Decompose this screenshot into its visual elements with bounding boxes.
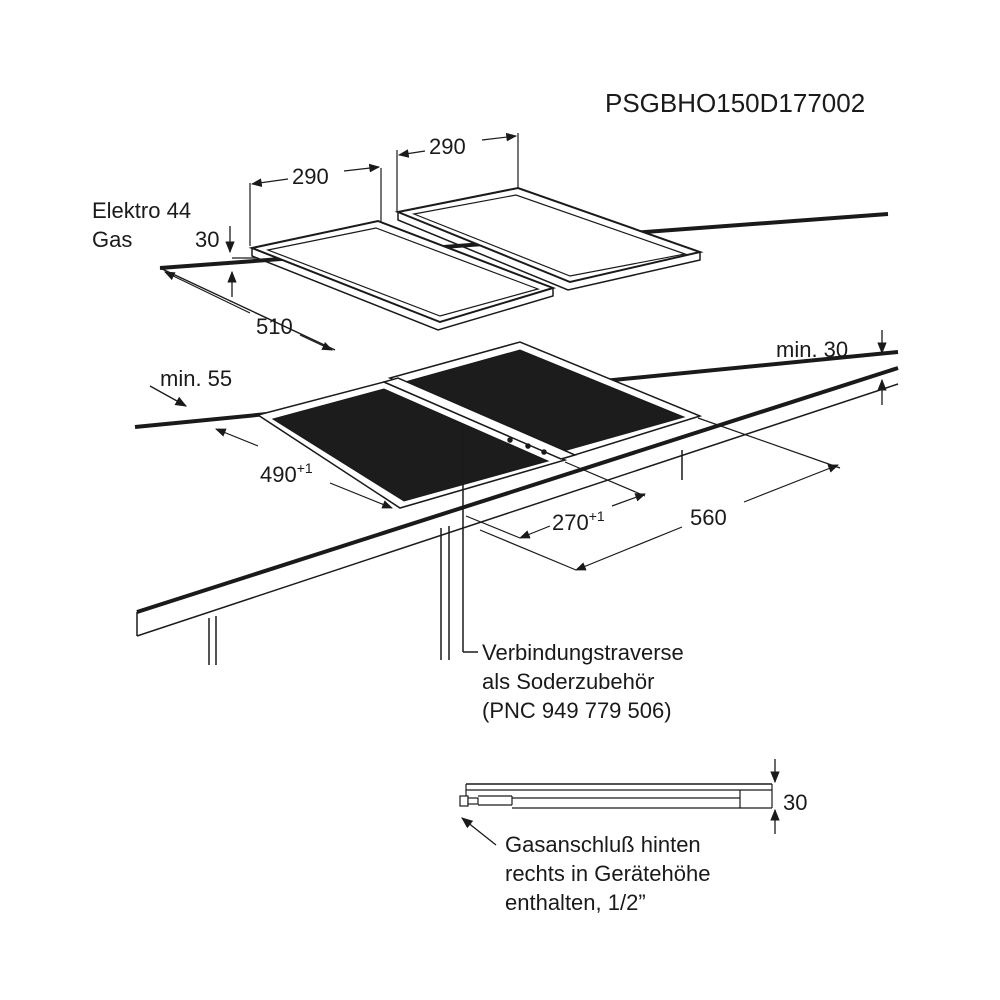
gas-note-arrow bbox=[461, 817, 497, 846]
hob-right bbox=[394, 186, 704, 291]
dim-490 bbox=[214, 428, 394, 509]
dim-270-tolerance: +1 bbox=[589, 508, 605, 524]
dim-510 bbox=[164, 271, 333, 351]
support-legs bbox=[208, 425, 683, 665]
drawing-code: PSGBHO150D177002 bbox=[605, 88, 865, 118]
dim-290-right-label: 290 bbox=[429, 134, 466, 159]
gas-note-line2: rechts in Gerätehöhe bbox=[505, 861, 710, 886]
cutout-left bbox=[256, 381, 568, 509]
traverse-note-line1: Verbindungstraverse bbox=[482, 640, 684, 665]
dim-270-label: 270+1 bbox=[552, 508, 605, 535]
dim-290-left bbox=[249, 163, 382, 246]
dim-290-left-label: 290 bbox=[292, 164, 329, 189]
dim-270 bbox=[465, 461, 647, 539]
traverse-bar bbox=[381, 377, 578, 460]
dim-560 bbox=[479, 417, 841, 571]
dim-290-right bbox=[396, 132, 519, 212]
min-front-label: min. 55 bbox=[160, 366, 232, 391]
dim-510-label: 510 bbox=[256, 314, 293, 339]
gas-label: Gas bbox=[92, 227, 132, 252]
gas-note-line1: Gasanschluß hinten bbox=[505, 832, 701, 857]
dim-side-height-label: 30 bbox=[783, 790, 807, 815]
cutout-right bbox=[387, 341, 703, 459]
dim-490-tolerance: +1 bbox=[297, 460, 313, 476]
traverse-note-line2: als Soderzubehör bbox=[482, 669, 654, 694]
dim-height-top bbox=[225, 226, 258, 297]
min-front-arrow bbox=[149, 385, 188, 407]
elektro-label: Elektro 44 bbox=[92, 198, 191, 223]
hob-left bbox=[248, 219, 557, 331]
dim-560-label: 560 bbox=[690, 505, 727, 530]
dim-490-label: 490+1 bbox=[260, 460, 313, 487]
side-view bbox=[459, 783, 773, 809]
gas-note-line3: enthalten, 1/2” bbox=[505, 890, 646, 915]
traverse-note-line3: (PNC 949 779 506) bbox=[482, 698, 672, 723]
dim-270-value: 270 bbox=[552, 510, 589, 535]
dim-490-value: 490 bbox=[260, 462, 297, 487]
gas-value: 30 bbox=[195, 227, 219, 252]
min-top-label: min. 30 bbox=[776, 337, 848, 362]
